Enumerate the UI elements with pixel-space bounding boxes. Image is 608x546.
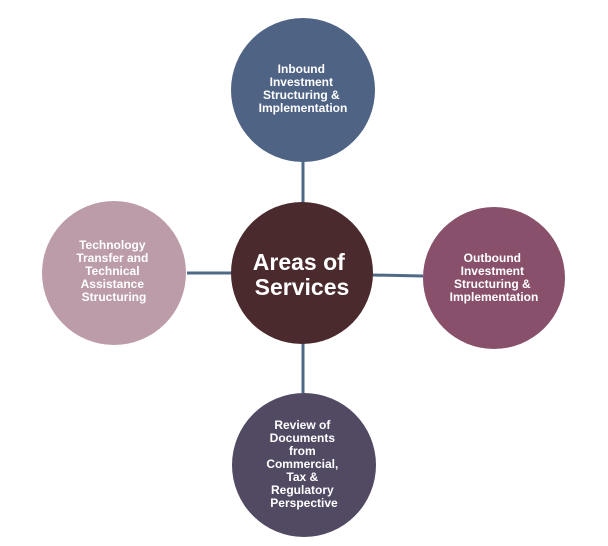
node-outbound-investment-circle [423, 207, 565, 349]
node-review-documents-circle [232, 393, 376, 537]
node-inbound-investment-label: Inbound Investment Structuring & Impleme… [259, 62, 348, 115]
node-inbound-investment-circle [231, 18, 375, 162]
node-areas-of-services-circle [231, 202, 373, 344]
node-technology-transfer-label: Technology Transfer and Technical Assist… [76, 238, 151, 304]
node-review-documents-label: Review of Documents from Commercial, Tax… [266, 418, 341, 510]
node-areas-of-services: Areas of Services [231, 202, 373, 344]
node-outbound-investment-label: Outbound Investment Structuring & Implem… [450, 251, 539, 304]
node-review-documents: Review of Documents from Commercial, Tax… [232, 393, 376, 537]
node-technology-transfer: Technology Transfer and Technical Assist… [42, 201, 186, 345]
node-areas-of-services-label: Areas of Services [253, 249, 351, 300]
connector-right [371, 273, 424, 278]
node-technology-transfer-circle [42, 201, 186, 345]
node-outbound-investment: Outbound Investment Structuring & Implem… [423, 207, 565, 349]
node-inbound-investment: Inbound Investment Structuring & Impleme… [231, 18, 375, 162]
